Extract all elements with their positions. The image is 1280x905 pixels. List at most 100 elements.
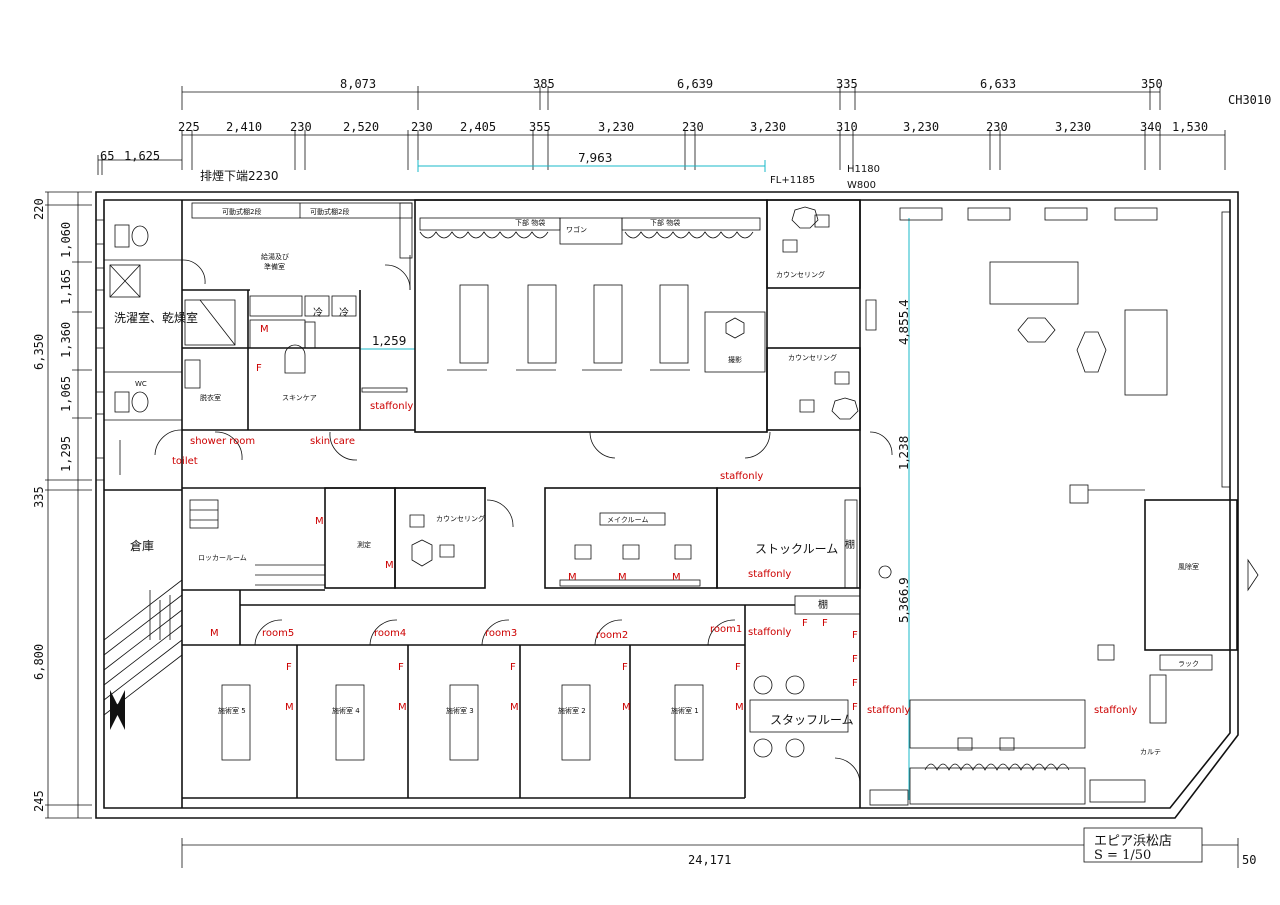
wagon-label: ワゴン — [566, 225, 587, 234]
dim-cyan-5366: 5,366.9 — [897, 577, 911, 623]
treat-room-2: 施術室 2 — [558, 706, 586, 715]
treat-room-4: 施術室 4 — [332, 706, 360, 715]
svg-text:M: M — [672, 572, 681, 583]
svg-text:F: F — [852, 654, 858, 665]
room-dressing: 脱衣室 — [200, 393, 221, 402]
lower-storage-2: 下部 物袋 — [650, 218, 680, 227]
room-laundry: 洗濯室、乾燥室 — [114, 310, 198, 325]
dim-65: 65 — [100, 149, 114, 163]
label-room5: room5 — [262, 628, 294, 639]
room-counseling-2: カウンセリング — [788, 353, 837, 362]
svg-text:M: M — [735, 702, 744, 713]
dim-top-4: 335 — [836, 77, 858, 91]
room-locker: ロッカールーム — [198, 554, 247, 562]
svg-text:M: M — [285, 702, 294, 713]
treat-room-5: 施術室 5 — [218, 706, 246, 715]
svg-text:F: F — [735, 662, 741, 673]
svg-text:F: F — [622, 662, 628, 673]
svg-text:F: F — [802, 618, 808, 629]
room-skincare: スキンケア — [282, 394, 317, 402]
label-staffonly-4: staffonly — [748, 627, 791, 638]
dim-cyan-1259: 1,259 — [372, 334, 406, 348]
label-toilet: toilet — [172, 456, 198, 467]
label-room4: room4 — [374, 628, 406, 639]
dim-left-1360: 1,360 — [59, 322, 73, 358]
svg-text:M: M — [210, 628, 219, 639]
shelf-label-2: 可動式棚2段 — [310, 207, 349, 216]
label-staffonly-5: staffonly — [867, 705, 910, 716]
dim-cyan-4855: 4,855.4 — [897, 299, 911, 345]
room-staff: スタッフルーム — [770, 713, 854, 727]
dim-bottom-total: 24,171 — [688, 853, 731, 867]
rack-label: ラック — [1178, 660, 1199, 668]
top-dimension-lines: 8,073 385 6,639 335 6,633 350 CH3010 225… — [97, 77, 1271, 175]
svg-text:F: F — [852, 678, 858, 689]
room-stock: ストックルーム — [755, 542, 838, 556]
note-h: H1180 — [847, 164, 880, 175]
dim-left-6800: 6,800 — [32, 644, 46, 680]
svg-text:M: M — [398, 702, 407, 713]
dim-top-3: 6,639 — [677, 77, 713, 91]
room-counseling-1: カウンセリング — [776, 270, 825, 279]
staircase — [103, 579, 183, 730]
dim-r2-2: 2,410 — [226, 120, 262, 134]
treatment-rooms — [182, 605, 746, 799]
dim-left-245: 245 — [32, 790, 46, 812]
dim-top-1: 8,073 — [340, 77, 376, 91]
dim-r2-4: 2,520 — [343, 120, 379, 134]
svg-text:M: M — [315, 516, 324, 527]
shelf-tana-1: 棚 — [845, 538, 855, 551]
counseling-rooms — [766, 199, 861, 431]
dim-left-220: 220 — [32, 198, 46, 220]
dim-r2-12: 3,230 — [903, 120, 939, 134]
room-windbreak: 風除室 — [1178, 562, 1199, 571]
middle-block — [182, 487, 861, 645]
dim-cyan-7963: 7,963 — [578, 151, 612, 165]
cyan-dimension-lines — [360, 160, 910, 800]
fridge-2: 冷 — [339, 306, 349, 319]
svg-text:F: F — [510, 662, 516, 673]
label-staffonly-6: staffonly — [1094, 705, 1137, 716]
dim-r2-16: 1,530 — [1172, 120, 1208, 134]
dim-r2-1: 225 — [178, 120, 200, 134]
red-markers: M F M M M M M M M M M M M F F F F F F F … — [210, 324, 858, 713]
treat-room-3: 施術室 3 — [446, 706, 474, 715]
dim-top-5: 6,633 — [980, 77, 1016, 91]
sales-floor — [865, 207, 1259, 806]
dim-r2-11: 310 — [836, 120, 858, 134]
label-shower: shower room — [190, 436, 255, 447]
fridge-1: 冷 — [313, 306, 323, 319]
svg-text:M: M — [510, 702, 519, 713]
svg-text:M: M — [622, 702, 631, 713]
wet-area — [95, 219, 206, 481]
lower-storage-1: 下部 物袋 — [515, 218, 545, 227]
room-wc: WC — [135, 380, 147, 388]
note-w: W800 — [847, 180, 876, 191]
room-measure: 測定 — [357, 540, 371, 549]
bottom-dimension: 24,171 50 — [181, 838, 1256, 868]
svg-text:M: M — [260, 324, 269, 335]
svg-text:F: F — [852, 702, 858, 713]
label-skincare: skin care — [310, 436, 355, 447]
label-room3: room3 — [485, 628, 517, 639]
dim-left-1295: 1,295 — [59, 436, 73, 472]
room-counseling-3: カウンセリング — [436, 514, 485, 523]
shelf-tana-2: 棚 — [818, 598, 828, 611]
label-staffonly-1: staffonly — [370, 401, 413, 412]
note-exhaust: 排煙下端2230 — [200, 169, 279, 183]
svg-text:M: M — [618, 572, 627, 583]
svg-text:F: F — [398, 662, 404, 673]
dim-r2-7: 355 — [529, 120, 551, 134]
room-prep-line2: 準備室 — [264, 262, 285, 271]
dim-r2-8: 3,230 — [598, 120, 634, 134]
dim-left-1165: 1,165 — [59, 269, 73, 305]
ceiling-height: CH3010 — [1228, 93, 1271, 107]
label-staffonly-2: staffonly — [720, 471, 763, 482]
dim-r2-10: 3,230 — [750, 120, 786, 134]
room-warehouse: 倉庫 — [130, 538, 154, 553]
dim-r2-3: 230 — [290, 120, 312, 134]
karte-label: カルテ — [1140, 748, 1161, 756]
room-prep-line1: 給湯及び — [261, 252, 289, 261]
label-staffonly-3: staffonly — [748, 569, 791, 580]
